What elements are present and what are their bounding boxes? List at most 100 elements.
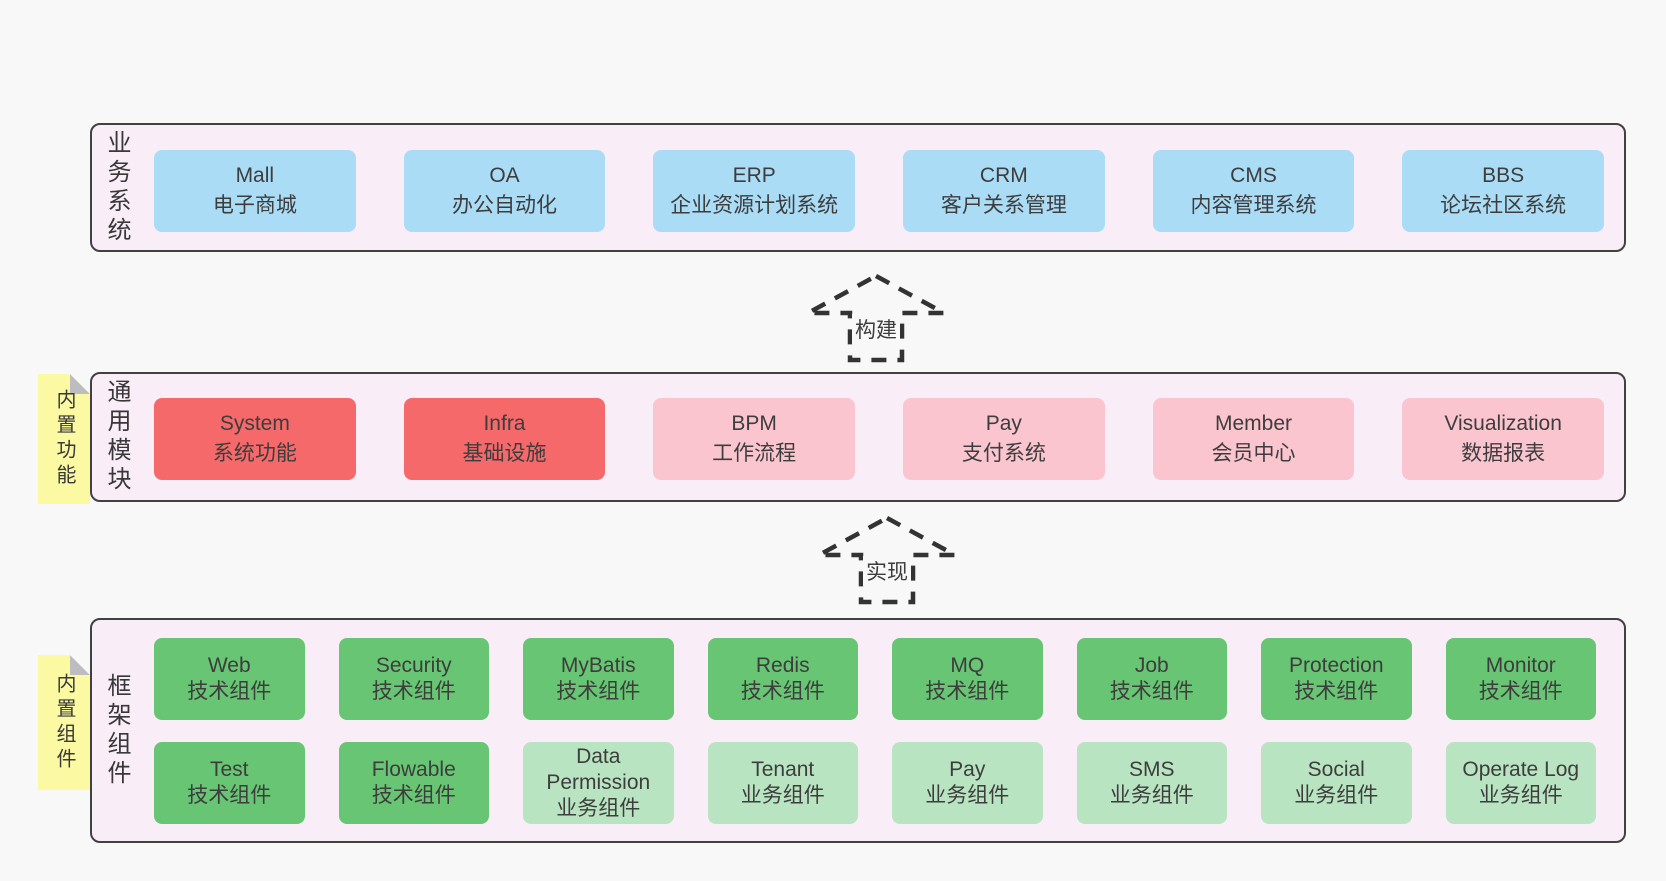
- box-title: Social: [1307, 758, 1365, 781]
- component-box-erp: ERP 企业资源计划系统: [653, 150, 855, 232]
- component-box-security: Security 技术组件: [338, 638, 489, 720]
- box-subtitle: 技术组件: [187, 784, 272, 807]
- box-title: Operate Log: [1462, 758, 1580, 781]
- box-title: CMS: [1230, 164, 1277, 187]
- box-subtitle: 客户关系管理: [940, 194, 1067, 217]
- box-title: Visualization: [1444, 412, 1562, 435]
- box-subtitle: 支付系统: [961, 442, 1046, 465]
- section-label-framework: 框架组件: [103, 672, 130, 789]
- box-subtitle: 技术组件: [371, 784, 456, 807]
- component-box-mybatis: MyBatis 技术组件: [523, 638, 674, 720]
- box-title: System: [219, 412, 290, 435]
- arrow-implement: 实现: [812, 514, 962, 606]
- box-title: MQ: [950, 654, 985, 677]
- box-title: Data Permission: [546, 745, 651, 794]
- component-box-bbs: BBS 论坛社区系统: [1402, 150, 1604, 232]
- box-subtitle: 技术组件: [740, 680, 825, 703]
- box-title: BBS: [1482, 164, 1525, 187]
- component-box-flowable: Flowable 技术组件: [338, 742, 489, 824]
- box-subtitle: 技术组件: [187, 680, 272, 703]
- section-label-business: 业务系统: [103, 129, 130, 246]
- box-title: Pay: [985, 412, 1022, 435]
- dashed-up-arrow-icon: [806, 273, 946, 363]
- box-title: CRM: [979, 164, 1028, 187]
- component-box-cms: CMS 内容管理系统: [1152, 150, 1355, 232]
- sticky-note-built-in-features: 内置功能: [38, 374, 90, 504]
- box-subtitle: 技术组件: [925, 680, 1010, 703]
- box-subtitle: 内容管理系统: [1190, 194, 1317, 217]
- box-title: Test: [209, 758, 249, 781]
- box-subtitle: 业务组件: [1109, 784, 1194, 807]
- box-subtitle: 系统功能: [212, 442, 297, 465]
- box-subtitle: 业务组件: [1478, 784, 1563, 807]
- component-box-redis: Redis 技术组件: [707, 638, 858, 720]
- box-subtitle: 业务组件: [556, 797, 641, 820]
- box-title: ERP: [732, 164, 776, 187]
- component-box-social: Social 业务组件: [1261, 742, 1412, 824]
- box-subtitle: 业务组件: [1294, 784, 1379, 807]
- component-box-test: Test 技术组件: [154, 742, 305, 824]
- box-subtitle: 基础设施: [462, 442, 547, 465]
- box-subtitle: 技术组件: [1478, 680, 1563, 703]
- section-label-modules: 通用模块: [103, 379, 130, 495]
- box-subtitle: 会员中心: [1211, 442, 1296, 465]
- component-box-web: Web 技术组件: [154, 638, 305, 720]
- arrow-build-label: 构建: [852, 314, 900, 344]
- component-box-visualization: Visualization 数据报表: [1402, 398, 1604, 480]
- component-box-pay: Pay 支付系统: [903, 398, 1105, 480]
- component-box-protection: Protection 技术组件: [1261, 638, 1412, 720]
- business-box-grid: Mall 电子商城 OA 办公自动化 ERP 企业资源计划系统 CRM 客户关系管理 CMS 内容…: [154, 150, 1604, 232]
- box-subtitle: 技术组件: [1294, 680, 1379, 703]
- box-title: MyBatis: [560, 654, 636, 677]
- box-title: OA: [489, 164, 520, 187]
- box-title: Member: [1214, 412, 1292, 435]
- component-box-system: System 系统功能: [154, 398, 356, 480]
- box-title: Protection: [1288, 654, 1384, 677]
- component-box-crm: CRM 客户关系管理: [903, 150, 1105, 232]
- arrow-build: 构建: [801, 272, 951, 364]
- box-title: Monitor: [1485, 654, 1556, 677]
- box-subtitle: 办公自动化: [451, 194, 557, 217]
- box-subtitle: 数据报表: [1461, 442, 1546, 465]
- box-title: Mall: [235, 164, 275, 187]
- box-title: Web: [207, 654, 251, 677]
- box-title: Redis: [755, 654, 810, 677]
- component-box-operate-log: Operate Log 业务组件: [1445, 742, 1596, 824]
- dashed-up-arrow-icon: [817, 515, 957, 605]
- box-subtitle: 业务组件: [740, 784, 825, 807]
- component-box-mq: MQ 技术组件: [892, 638, 1043, 720]
- box-subtitle: 论坛社区系统: [1440, 194, 1567, 217]
- box-subtitle: 电子商城: [212, 194, 297, 217]
- sticky-note-built-in-components: 内置组件: [38, 655, 90, 790]
- sticky-label: 内置组件: [53, 672, 75, 773]
- component-box-pay: Pay 业务组件: [892, 742, 1043, 824]
- box-title: Flowable: [371, 758, 456, 781]
- box-title: Pay: [949, 758, 986, 781]
- box-subtitle: 业务组件: [925, 784, 1010, 807]
- arrow-implement-label: 实现: [863, 556, 911, 586]
- component-box-mall: Mall 电子商城: [154, 150, 356, 232]
- component-box-monitor: Monitor 技术组件: [1445, 638, 1596, 720]
- component-box-data-permission: Data Permission 业务组件: [523, 742, 674, 824]
- box-subtitle: 技术组件: [371, 680, 456, 703]
- box-title: BPM: [731, 412, 777, 435]
- sticky-label: 内置功能: [53, 389, 75, 489]
- box-subtitle: 技术组件: [556, 680, 641, 703]
- box-subtitle: 技术组件: [1109, 680, 1194, 703]
- component-box-oa: OA 办公自动化: [403, 150, 606, 232]
- box-title: Security: [375, 654, 452, 677]
- component-box-bpm: BPM 工作流程: [653, 398, 855, 480]
- section-business-systems: 业务系统 Mall 电子商城 OA 办公自动化 ERP 企业资源计划系统 CRM 客户关系管理…: [90, 123, 1626, 252]
- box-subtitle: 工作流程: [712, 442, 797, 465]
- box-subtitle: 企业资源计划系统: [670, 194, 839, 217]
